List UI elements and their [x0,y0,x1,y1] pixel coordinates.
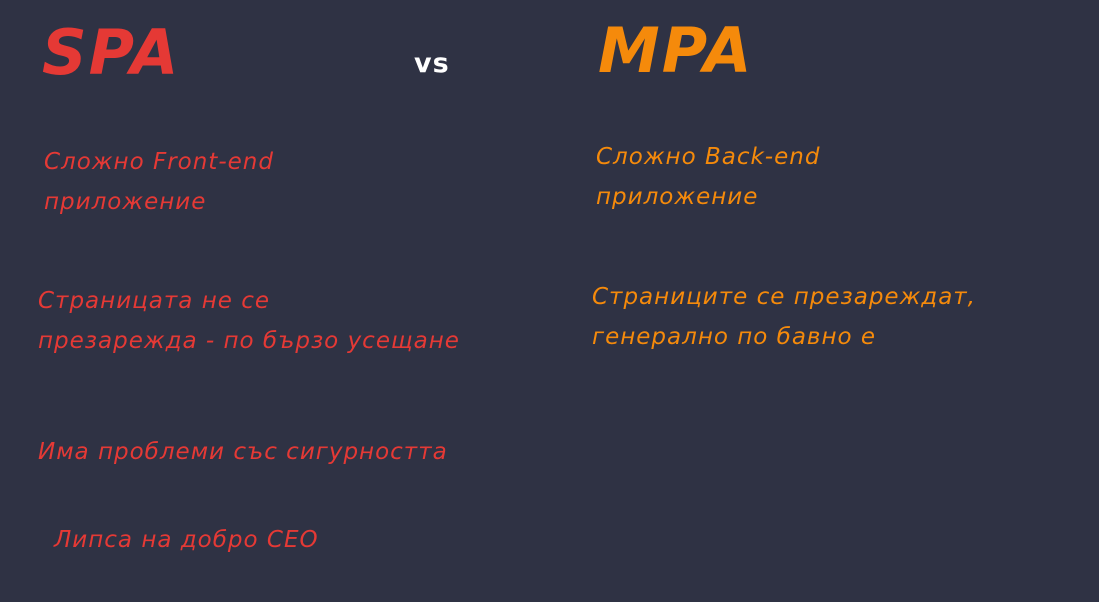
spa-point-no-seo: Липса на добро СЕО [54,527,319,553]
mpa-point-page-reload: Страниците се презареждат, генерално по … [592,284,976,350]
spa-point-security-issues: Има проблеми със сигурността [38,439,448,465]
spa-point-no-reload: Страницата не се презарежда - по бързо у… [38,288,460,354]
spa-point-complex-frontend: Сложно Front-end приложение [44,149,274,215]
vs-label: vs [414,48,450,79]
mpa-point-complex-backend: Сложно Back-end приложение [596,144,821,210]
spa-title: SPA [42,16,181,89]
mpa-title: MPA [598,14,754,87]
